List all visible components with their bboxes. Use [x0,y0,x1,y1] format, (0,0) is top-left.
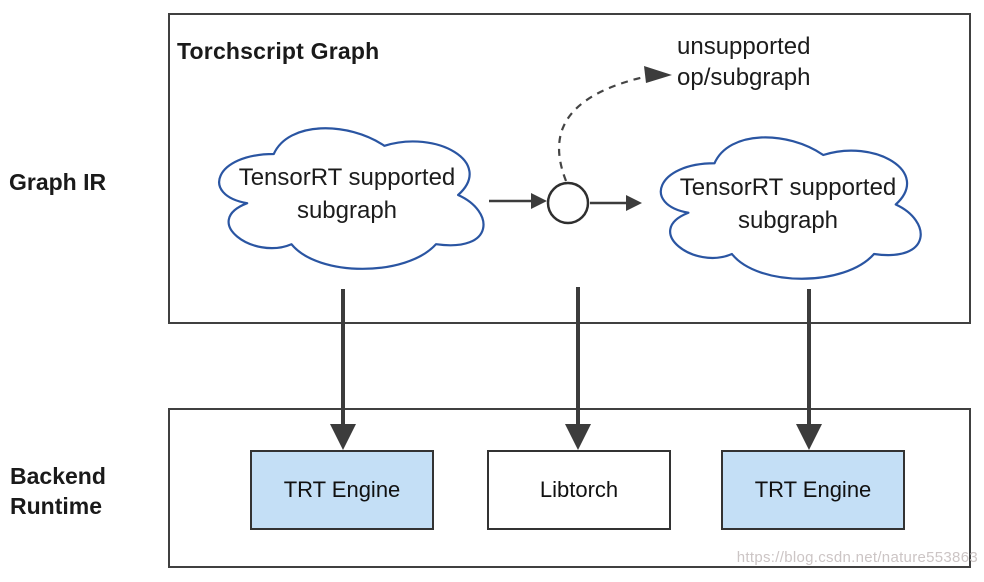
unsupported-op-note: unsupported op/subgraph [677,31,810,93]
backend-label-line2: Runtime [10,493,102,519]
unsupported-line1: unsupported [677,33,811,60]
trt-engine-box-left: TRT Engine [250,450,434,530]
left-cloud-line2: subgraph [296,197,398,224]
panel-title-torchscript-graph: Torchscript Graph [177,38,380,64]
right-cloud-line1: TensorRT supported [679,174,897,201]
left-cloud-line1: TensorRT supported [238,164,456,191]
trt-engine-label: TRT Engine [754,477,872,502]
right-cloud-line2: subgraph [737,207,839,234]
trt-engine-box-right: TRT Engine [721,450,905,530]
libtorch-box: Libtorch [487,450,671,530]
libtorch-label: Libtorch [539,477,619,502]
side-label-backend-runtime: Backend Runtime [10,461,130,521]
watermark-url: https://blog.csdn.net/nature553863 [736,549,978,566]
right-cloud-label: TensorRT supported subgraph [652,171,924,237]
left-cloud-label: TensorRT supported subgraph [208,161,486,227]
backend-label-line1: Backend [10,463,106,489]
trt-engine-label: TRT Engine [283,477,401,502]
side-label-graph-ir: Graph IR [9,169,107,195]
unsupported-line2: op/subgraph [677,64,811,91]
